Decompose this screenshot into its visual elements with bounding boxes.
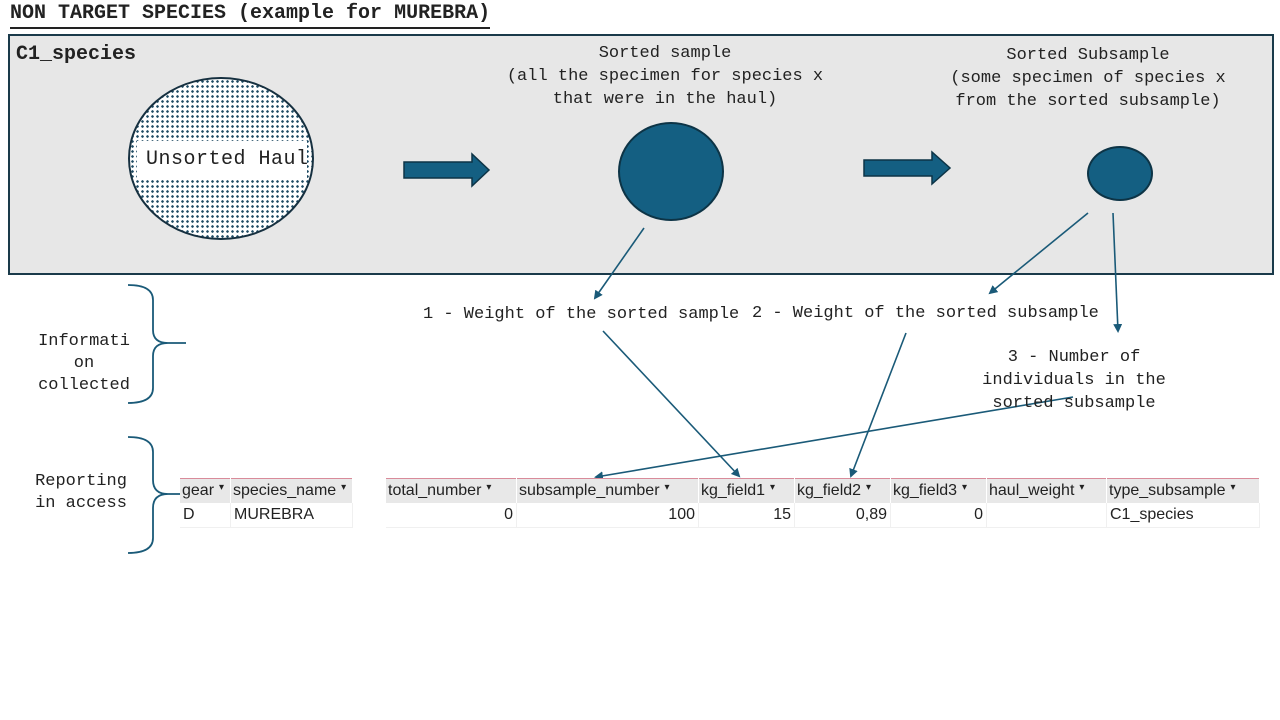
column-header-total-number[interactable]: total_number▾ (386, 478, 517, 503)
reporting-label-line1: Reporting (35, 472, 127, 491)
block-arrow-2 (863, 150, 952, 186)
sorted-sample-title: Sorted sample (598, 44, 732, 63)
sorted-subsample-circle (1087, 146, 1153, 201)
access-table-right: total_number▾ subsample_number▾ kg_field… (386, 478, 1260, 528)
table-header-row: gear▾ species_name▾ (180, 478, 353, 503)
dropdown-icon[interactable]: ▾ (664, 482, 670, 493)
sorted-sample-desc-line2: that were in the haul) (552, 90, 778, 109)
table-row: D MUREBRA (180, 503, 353, 528)
block-arrow-1 (403, 152, 491, 188)
arrow-subsample-to-number (1112, 212, 1123, 333)
info-item-3-line1: 3 - Number of (1007, 348, 1141, 367)
dropdown-icon[interactable]: ▾ (1079, 482, 1085, 493)
info-label-line1: Informati (38, 332, 130, 351)
dropdown-icon[interactable]: ▾ (866, 482, 872, 493)
sorted-sample-circle (618, 122, 724, 221)
arrow-number-to-total (594, 396, 1074, 481)
cell-total-number[interactable]: 0 (386, 503, 517, 528)
arrow-sample-to-weight (593, 227, 645, 300)
info-brace (127, 284, 186, 404)
dropdown-icon[interactable]: ▾ (486, 482, 492, 493)
sorted-subsample-desc-line2: from the sorted subsample) (955, 92, 1221, 111)
table-row: 0 100 15 0,89 0 C1_species (386, 503, 1260, 528)
cell-gear[interactable]: D (180, 503, 231, 528)
dropdown-icon[interactable]: ▾ (219, 482, 225, 493)
page-title: NON TARGET SPECIES (example for MUREBRA) (10, 2, 491, 29)
reporting-brace (127, 436, 182, 554)
arrow-subsample-to-weight (988, 212, 1089, 295)
info-item-1: 1 - Weight of the sorted sample (423, 305, 740, 324)
access-table-left: gear▾ species_name▾ D MUREBRA (180, 478, 353, 528)
info-label-line3: collected (38, 376, 130, 395)
dropdown-icon[interactable]: ▾ (962, 482, 968, 493)
reporting-label: Reporting in access (22, 471, 140, 515)
information-collected-label: Informati on collected (25, 331, 143, 397)
sorted-subsample-caption: Sorted Subsample (some specimen of speci… (918, 44, 1258, 113)
arrow-weight2-to-kgfield2 (849, 332, 907, 478)
cell-kg-field2[interactable]: 0,89 (794, 503, 891, 528)
column-header-subsample-number[interactable]: subsample_number▾ (516, 478, 699, 503)
column-header-type-subsample[interactable]: type_subsample▾ (1106, 478, 1260, 503)
column-header-kg-field3[interactable]: kg_field3▾ (890, 478, 987, 503)
column-header-species-name[interactable]: species_name▾ (230, 478, 353, 503)
column-header-haul-weight[interactable]: haul_weight▾ (986, 478, 1107, 503)
dropdown-icon[interactable]: ▾ (1230, 482, 1236, 493)
info-item-3: 3 - Number of individuals in the sorted … (960, 346, 1188, 415)
cell-species-name[interactable]: MUREBRA (230, 503, 353, 528)
sorted-subsample-desc-line1: (some specimen of species x (950, 69, 1226, 88)
reporting-label-line2: in access (35, 494, 127, 513)
table-header-row: total_number▾ subsample_number▾ kg_field… (386, 478, 1260, 503)
cell-kg-field1[interactable]: 15 (698, 503, 795, 528)
info-item-2: 2 - Weight of the sorted subsample (752, 304, 1099, 323)
column-header-kg-field1[interactable]: kg_field1▾ (698, 478, 795, 503)
sorted-sample-caption: Sorted sample (all the specimen for spec… (480, 42, 850, 111)
dropdown-icon[interactable]: ▾ (341, 482, 347, 493)
info-item-3-line3: sorted subsample (992, 394, 1156, 413)
cell-kg-field3[interactable]: 0 (890, 503, 987, 528)
sorted-subsample-title: Sorted Subsample (1006, 46, 1170, 65)
panel-label: C1_species (16, 43, 137, 66)
info-label-line2: on (73, 354, 95, 373)
sorted-sample-desc-line1: (all the specimen for species x (506, 67, 824, 86)
info-item-3-line2: individuals in the (982, 371, 1166, 390)
arrow-weight1-to-kgfield1 (602, 330, 741, 478)
column-header-gear[interactable]: gear▾ (180, 478, 231, 503)
cell-haul-weight[interactable] (986, 503, 1107, 528)
unsorted-haul-label: Unsorted Haul (137, 141, 308, 178)
cell-subsample-number[interactable]: 100 (516, 503, 699, 528)
dropdown-icon[interactable]: ▾ (770, 482, 776, 493)
cell-type-subsample[interactable]: C1_species (1106, 503, 1260, 528)
column-header-kg-field2[interactable]: kg_field2▾ (794, 478, 891, 503)
